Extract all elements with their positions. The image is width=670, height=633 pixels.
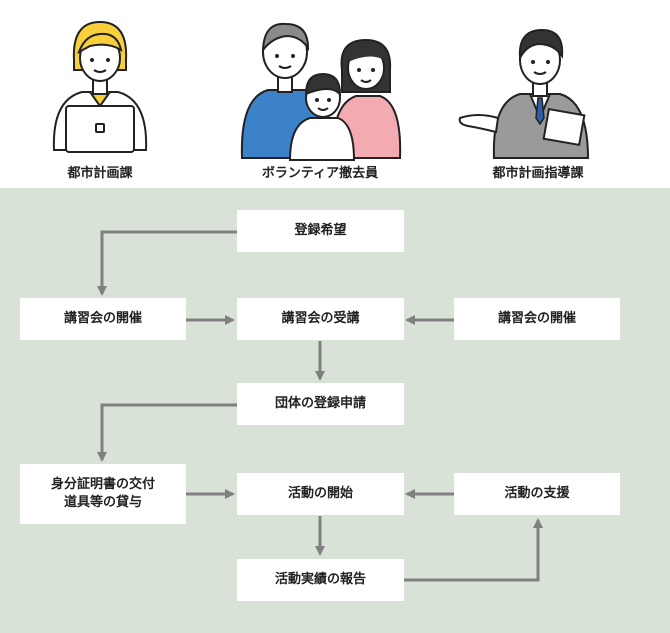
actors-area: 都市計画課 ボランティア撤去員: [0, 0, 670, 188]
box-issue-id: 身分証明書の交付 道具等の貸与: [20, 464, 186, 524]
box-registration-request-label: 登録希望: [294, 223, 347, 239]
box-activity-support-label: 活動の支援: [504, 486, 570, 502]
box-course-attend: 講習会の受講: [237, 298, 404, 340]
box-registration-request: 登録希望: [237, 210, 404, 252]
box-course-guidance: 講習会の開催: [454, 298, 620, 340]
box-group-register-label: 団体の登録申請: [274, 396, 366, 412]
actor-label-guidance: 都市計画指導課: [492, 166, 584, 181]
box-activity-support: 活動の支援: [454, 473, 620, 515]
box-activity-start: 活動の開始: [237, 473, 404, 515]
actor-guidance: 都市計画指導課: [438, 0, 638, 188]
box-issue-id-label-1: 身分証明書の交付: [50, 477, 155, 493]
box-course-city-label: 講習会の開催: [63, 311, 142, 327]
actor-label-city-planning: 都市計画課: [67, 166, 133, 181]
box-course-guidance-label: 講習会の開催: [497, 311, 576, 327]
actor-volunteers: ボランティア撤去員: [220, 0, 420, 188]
box-issue-id-label-2: 道具等の貸与: [63, 495, 142, 510]
businessman-presenting-icon: [458, 28, 590, 159]
actor-label-volunteers: ボランティア撤去員: [261, 166, 379, 181]
box-activity-report-label: 活動実績の報告: [274, 572, 366, 588]
volunteer-family-icon: [240, 22, 402, 161]
actor-city-planning: 都市計画課: [0, 0, 200, 188]
box-activity-start-label: 活動の開始: [287, 486, 353, 502]
office-worker-laptop-icon: [52, 20, 148, 153]
box-group-register: 団体の登録申請: [237, 383, 404, 425]
box-course-attend-label: 講習会の受講: [281, 311, 360, 327]
box-course-city: 講習会の開催: [20, 298, 186, 340]
box-activity-report: 活動実績の報告: [237, 559, 404, 601]
